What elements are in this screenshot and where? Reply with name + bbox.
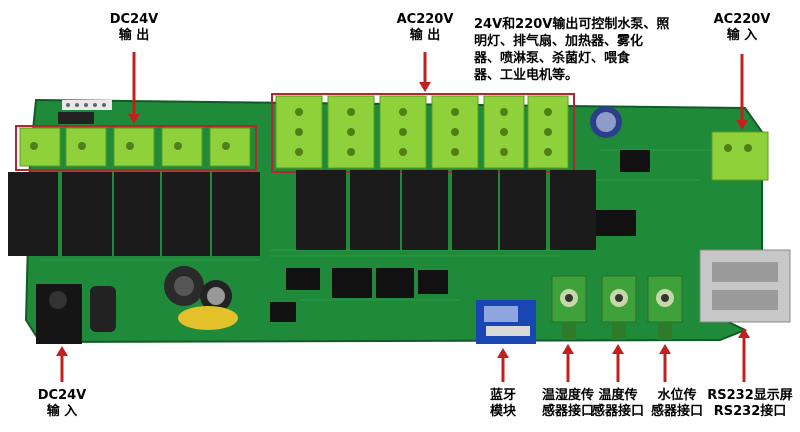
capacitor xyxy=(590,106,622,138)
dc24v-output-terminals xyxy=(19,127,251,167)
relays xyxy=(8,170,596,256)
bluetooth-module xyxy=(476,300,536,344)
label-temp-humidity-sensor: 温湿度传 感器接口 xyxy=(541,388,594,419)
label-ac220v-input: AC220V 输 入 xyxy=(713,12,771,43)
label-water-level-sensor: 水位传 感器接口 xyxy=(650,388,703,419)
label-controllable-devices: 24V和220V输出可控制水泵、照 明灯、排气扇、加热器、雾化 器、喷淋泵、杀菌… xyxy=(474,17,670,83)
yellow-capacitor xyxy=(178,306,238,330)
sensor-jacks xyxy=(551,275,683,340)
rs232-port xyxy=(699,249,791,323)
label-dc24v-output: DC24V 输 出 xyxy=(109,12,159,43)
label-temperature-sensor: 温度传 感器接口 xyxy=(591,388,644,419)
label-dc24v-input: DC24V 输 入 xyxy=(37,388,87,419)
inductor xyxy=(164,266,204,306)
label-rs232: RS232显示屏 RS232接口 xyxy=(707,388,793,419)
electrolytic-capacitors xyxy=(90,280,232,332)
label-bluetooth-module: 蓝牙 模块 xyxy=(489,388,516,419)
label-ac220v-output: AC220V 输 出 xyxy=(396,12,454,43)
ac220v-input-terminal xyxy=(711,131,769,181)
ac220v-output-terminals xyxy=(275,95,569,169)
header-pins xyxy=(58,100,112,124)
arrows xyxy=(56,52,750,382)
dc24v-output-highlight xyxy=(15,125,257,171)
integrated-circuits xyxy=(270,150,650,322)
dc24v-input-jack xyxy=(36,284,82,344)
